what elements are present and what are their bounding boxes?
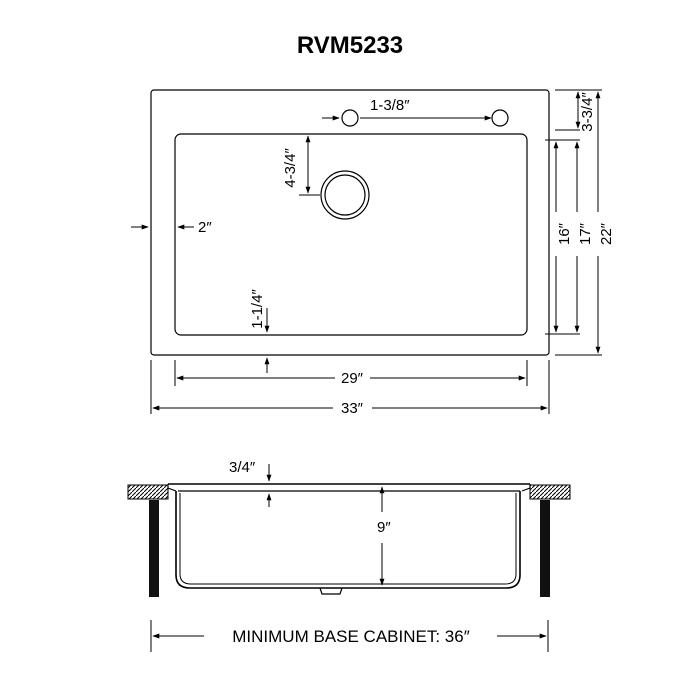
top-view: 1-3/8″ 4-3/4″ 2″ 1-1/4″ 29″ 33″ [131,89,615,417]
sink-bowl-inner-profile [179,493,517,585]
cabinet-wall-left [149,500,159,597]
drain-inner [324,174,366,216]
overall-length-label: 33″ [341,400,364,417]
faucet-hole-right [491,109,509,127]
side-view: 3/4″ 9″ MINIMUM BASE CABINET: 36″ [127,459,571,652]
drain-offset-label: 4-3/4″ [282,148,299,188]
bowl-length-label: 29″ [341,370,364,387]
sink-bowl-profile [175,491,521,589]
faucet-hole-left [341,109,359,127]
countertop-left [127,484,169,500]
overall-width-label: 22″ [598,222,615,245]
min-cabinet-label: MINIMUM BASE CABINET: 36″ [232,627,469,646]
bowl-width-label: 16″ [556,222,573,245]
sink-rim-right-edge [521,484,531,492]
drain-outer [320,170,370,220]
rim-height-label: 3/4″ [229,459,256,476]
inner-width-label: 17″ [577,222,594,245]
sink-bowl [174,133,528,336]
bottom-rim-label: 1-1/4″ [249,289,266,329]
back-deck-label: 3-3/4″ [579,92,596,132]
bowl-depth-label: 9″ [377,519,391,536]
drain-nub [319,587,343,595]
cabinet-wall-right [540,500,550,597]
sink-outer-deck [150,89,550,356]
model-title: RVM5233 [297,32,403,59]
faucet-spacing-label: 1-3/8″ [370,97,410,114]
side-rim-label: 2″ [198,219,212,236]
countertop-right [529,484,571,500]
sink-rim-left-edge [167,484,177,492]
